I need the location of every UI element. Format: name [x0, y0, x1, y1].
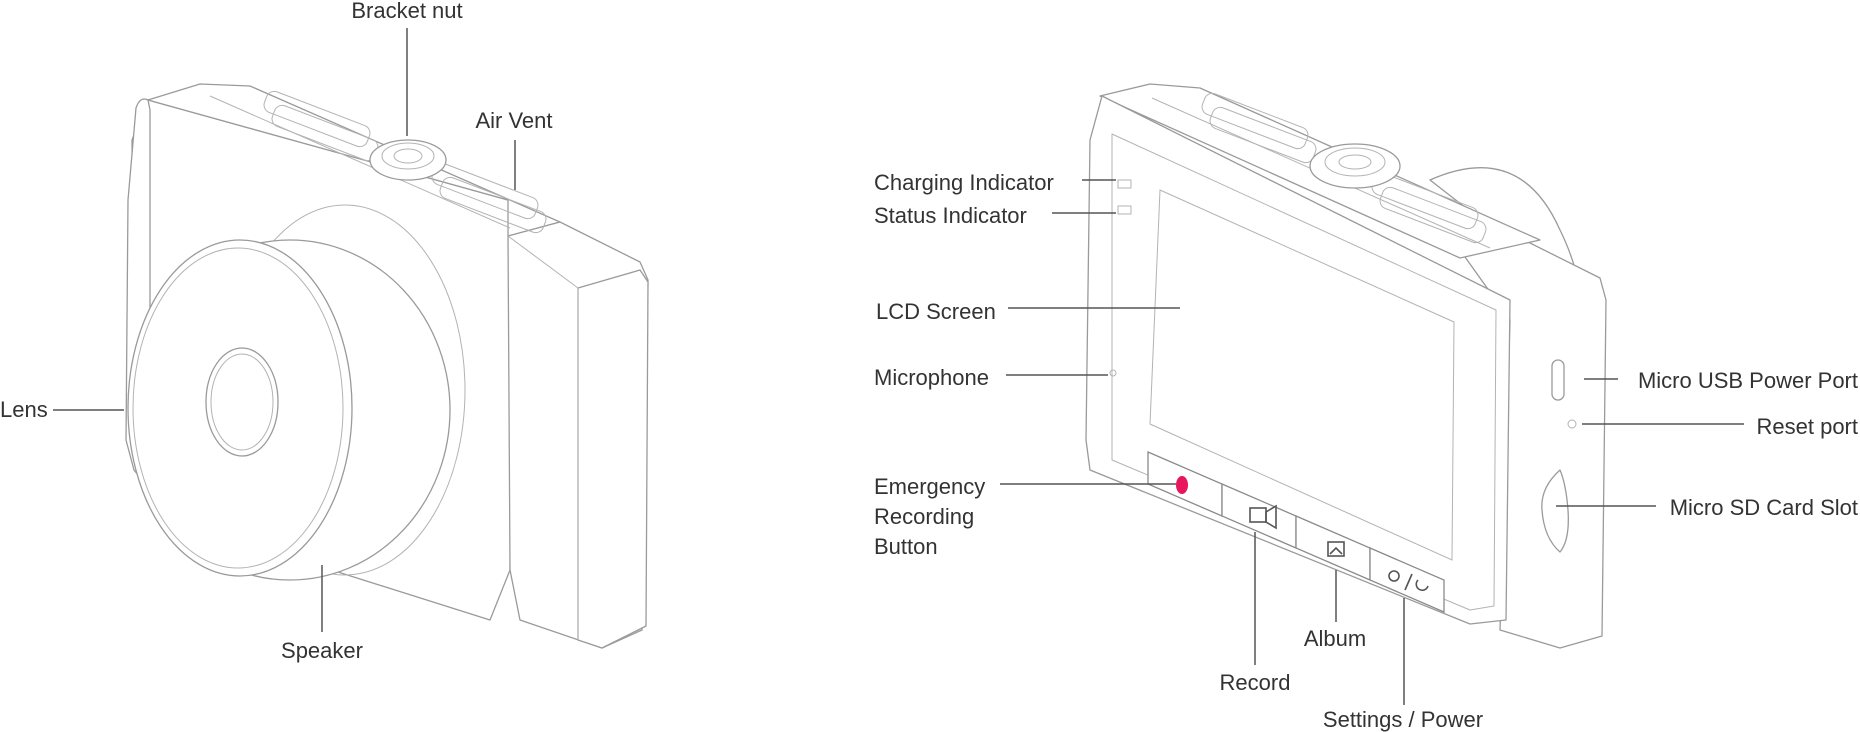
speaker-label: Speaker: [281, 638, 363, 663]
reset-port-hole: [1567, 419, 1577, 429]
emergency-recording-button[interactable]: [1176, 476, 1188, 494]
charging-indicator: [1117, 179, 1132, 189]
right-leaders: [1000, 179, 1744, 705]
settings-power-icon: [1388, 570, 1429, 592]
bracket-nut-label: Bracket nut: [351, 0, 462, 23]
emergency-label-line3: Button: [874, 534, 938, 559]
record-label: Record: [1220, 670, 1291, 695]
lcd-screen-label: LCD Screen: [876, 299, 996, 324]
camera-front-view: [125, 83, 649, 649]
charging-indicator-label: Charging Indicator: [874, 170, 1054, 195]
album-label: Album: [1304, 626, 1366, 651]
reset-port-label: Reset port: [1757, 414, 1859, 439]
microphone-hole: [1109, 369, 1117, 377]
lens-assembly: [127, 204, 466, 581]
settings-power-label: Settings / Power: [1323, 707, 1483, 732]
status-indicator-label: Status Indicator: [874, 203, 1027, 228]
lcd-screen: [1149, 189, 1455, 561]
micro-usb-label: Micro USB Power Port: [1638, 368, 1858, 393]
micro-sd-slot: [1541, 469, 1569, 553]
air-vent-grille: [263, 90, 547, 234]
micro-usb-port: [1551, 359, 1565, 401]
camera-back-view: [1085, 83, 1607, 649]
emergency-label-line2: Recording: [874, 504, 974, 529]
air-vent-label: Air Vent: [475, 108, 552, 133]
album-button-icon: [1327, 541, 1345, 557]
record-button-icon: [1249, 504, 1277, 530]
status-indicator: [1117, 205, 1132, 215]
left-leaders: [53, 28, 516, 632]
lens-label: Lens: [0, 397, 48, 422]
emergency-label-line1: Emergency: [874, 474, 985, 499]
microphone-label: Microphone: [874, 365, 989, 390]
bracket-nut: [369, 139, 447, 181]
micro-sd-label: Micro SD Card Slot: [1670, 495, 1858, 520]
button-row: [1147, 451, 1445, 613]
